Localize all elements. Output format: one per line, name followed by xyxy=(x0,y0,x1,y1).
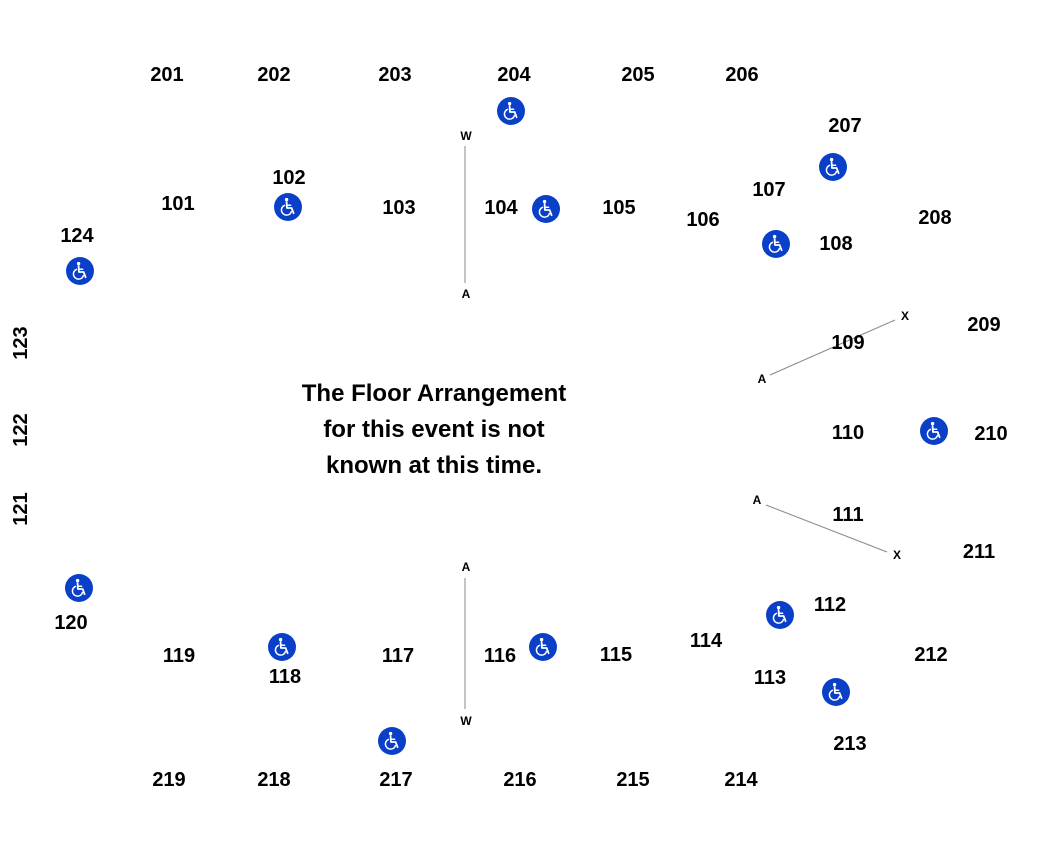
section-209[interactable]: 209 xyxy=(967,314,1001,336)
section-202[interactable]: 202 xyxy=(257,64,291,86)
section-117[interactable]: 117 xyxy=(381,645,415,667)
wheelchair-accessible-icon[interactable] xyxy=(532,195,560,223)
wheelchair-accessible-icon[interactable] xyxy=(529,633,557,661)
section-122[interactable]: 122 xyxy=(10,413,32,447)
aisle-line-upper-right xyxy=(769,319,896,376)
section-120[interactable]: 120 xyxy=(54,612,88,634)
section-207[interactable]: 207 xyxy=(828,115,862,137)
wheelchair-accessible-icon[interactable] xyxy=(762,230,790,258)
marker-top-a: A xyxy=(461,287,471,301)
section-111[interactable]: 111 xyxy=(832,504,864,526)
section-113[interactable]: 113 xyxy=(753,667,787,689)
section-210[interactable]: 210 xyxy=(974,423,1008,445)
section-102[interactable]: 102 xyxy=(272,167,306,189)
floor-arrangement-notice: The Floor Arrangement for this event is … xyxy=(302,376,566,484)
section-206[interactable]: 206 xyxy=(725,64,759,86)
section-112[interactable]: 112 xyxy=(813,594,847,616)
section-204[interactable]: 204 xyxy=(497,64,531,86)
notice-line-2: for this event is not xyxy=(323,416,545,443)
section-205[interactable]: 205 xyxy=(621,64,655,86)
wheelchair-accessible-icon[interactable] xyxy=(920,417,948,445)
wheelchair-accessible-icon[interactable] xyxy=(378,727,406,755)
wheelchair-accessible-icon[interactable] xyxy=(268,633,296,661)
section-211[interactable]: 211 xyxy=(962,541,996,563)
section-212[interactable]: 212 xyxy=(914,644,948,666)
wheelchair-accessible-icon[interactable] xyxy=(766,601,794,629)
marker-upper-right-x: X xyxy=(900,309,910,323)
section-105[interactable]: 105 xyxy=(602,197,636,219)
section-201[interactable]: 201 xyxy=(150,64,184,86)
section-107[interactable]: 107 xyxy=(752,179,786,201)
section-218[interactable]: 218 xyxy=(257,769,291,791)
section-101[interactable]: 101 xyxy=(161,193,195,215)
section-115[interactable]: 115 xyxy=(599,644,633,666)
wheelchair-accessible-icon[interactable] xyxy=(274,193,302,221)
wheelchair-accessible-icon[interactable] xyxy=(819,153,847,181)
section-124[interactable]: 124 xyxy=(60,225,94,247)
section-214[interactable]: 214 xyxy=(724,769,758,791)
section-119[interactable]: 119 xyxy=(162,645,196,667)
section-121[interactable]: 121 xyxy=(10,492,32,526)
section-219[interactable]: 219 xyxy=(152,769,186,791)
aisle-line-lower-right xyxy=(765,504,888,553)
section-109[interactable]: 109 xyxy=(831,332,865,354)
wheelchair-accessible-icon[interactable] xyxy=(497,97,525,125)
notice-line-1: The Floor Arrangement xyxy=(301,380,567,407)
marker-lower-right-x: X xyxy=(892,548,902,562)
section-114[interactable]: 114 xyxy=(689,630,723,652)
marker-lower-right-a: A xyxy=(752,493,762,507)
marker-bottom-w: W xyxy=(460,714,472,728)
section-118[interactable]: 118 xyxy=(268,666,302,688)
section-216[interactable]: 216 xyxy=(503,769,537,791)
marker-upper-right-a: A xyxy=(757,372,767,386)
wheelchair-accessible-icon[interactable] xyxy=(65,574,93,602)
section-203[interactable]: 203 xyxy=(378,64,412,86)
section-123[interactable]: 123 xyxy=(10,326,32,360)
section-217[interactable]: 217 xyxy=(379,769,413,791)
section-106[interactable]: 106 xyxy=(686,209,720,231)
section-103[interactable]: 103 xyxy=(382,197,416,219)
section-215[interactable]: 215 xyxy=(616,769,650,791)
section-208[interactable]: 208 xyxy=(918,207,952,229)
section-213[interactable]: 213 xyxy=(833,733,867,755)
section-110[interactable]: 110 xyxy=(831,422,865,444)
section-116[interactable]: 116 xyxy=(483,645,517,667)
wheelchair-accessible-icon[interactable] xyxy=(822,678,850,706)
section-108[interactable]: 108 xyxy=(819,233,853,255)
marker-top-w: W xyxy=(460,129,472,143)
marker-bottom-a: A xyxy=(461,560,471,574)
wheelchair-accessible-icon[interactable] xyxy=(66,257,94,285)
section-104[interactable]: 104 xyxy=(484,197,518,219)
notice-line-3: known at this time. xyxy=(325,452,543,479)
